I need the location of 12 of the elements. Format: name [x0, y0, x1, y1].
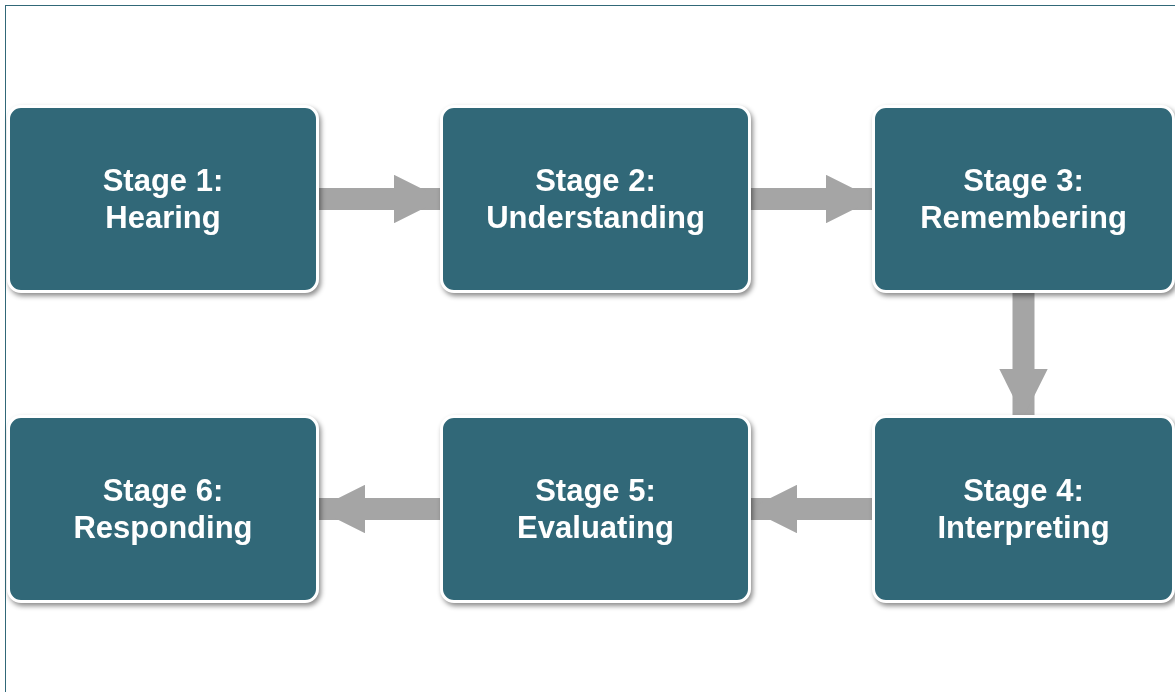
stage-label: Stage 1: Hearing: [101, 161, 225, 237]
stage-box: [7, 415, 319, 603]
stage-box: [872, 415, 1175, 603]
stage-box: [7, 105, 319, 293]
stage-label: Stage 4: Interpreting: [936, 471, 1111, 547]
stage-box: [440, 415, 751, 603]
stage-label: Stage 2: Understanding: [485, 161, 706, 237]
stage-label: Stage 5: Evaluating: [516, 471, 675, 547]
stage-label: Stage 6: Responding: [72, 471, 254, 547]
stage-label: Stage 3: Remembering: [919, 161, 1128, 237]
stage-box: [440, 105, 751, 293]
stage-box: [872, 105, 1175, 293]
